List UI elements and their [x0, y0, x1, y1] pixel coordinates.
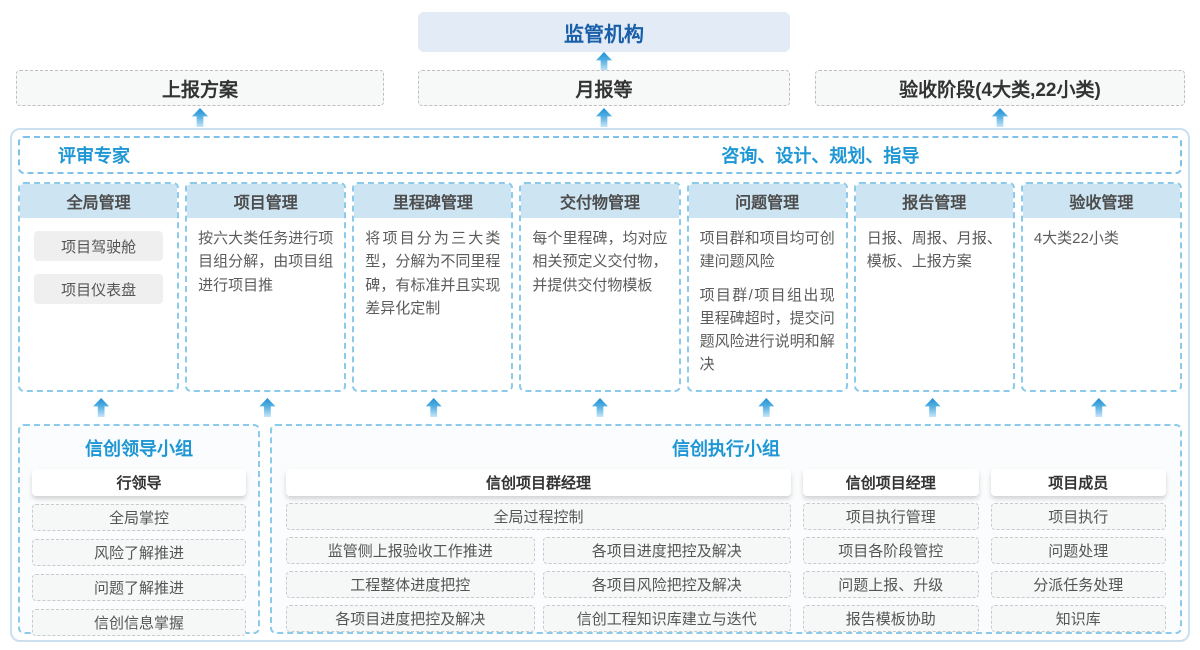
module-global-mgmt: 全局管理 项目驾驶舱 项目仪表盘 — [18, 182, 180, 392]
up-arrow-icon — [849, 398, 1015, 420]
module-milestone-mgmt: 里程碑管理 将项目分为三大类型，分解为不同里程碑，有标准并且实现差异化定制 — [352, 182, 514, 392]
channel-monthly-report: 月报等 — [418, 70, 790, 106]
up-arrow-icon — [351, 398, 517, 420]
duty-item: 各项目进度把控及解决 — [286, 605, 535, 632]
duty-item: 全局掌控 — [32, 504, 246, 531]
module-title: 全局管理 — [20, 184, 178, 218]
duty-item: 项目执行管理 — [803, 503, 979, 530]
channel-acceptance-stage: 验收阶段(4大类,22小类) — [815, 70, 1185, 106]
module-desc: 将项目分为三大类型，分解为不同里程碑，有标准并且实现差异化定制 — [365, 230, 501, 317]
up-arrow-icon — [596, 108, 612, 127]
duty-item: 项目执行 — [990, 503, 1166, 530]
module-desc: 项目群/项目组出现里程碑超时，提交问题风险进行说明和解决 — [699, 286, 835, 374]
module-report-mgmt: 报告管理 日报、周报、月报、模板、上报方案 — [853, 182, 1015, 392]
module-title: 报告管理 — [855, 184, 1013, 218]
module-issue-mgmt: 问题管理 项目群和项目均可创建问题风险 项目群/项目组出现里程碑超时，提交问题风… — [686, 182, 848, 392]
role-project-member: 项目成员 — [990, 469, 1166, 496]
module-acceptance-mgmt: 验收管理 4大类22小类 — [1020, 182, 1182, 392]
up-arrow-icon — [992, 108, 1008, 127]
up-arrow-icon — [18, 398, 184, 420]
program-manager-section: 信创项目群经理 全局过程控制 监管侧上报验收工作推进 各项目进度把控及解决 工程… — [286, 469, 791, 632]
role-bank-leadership: 行领导 — [32, 469, 246, 496]
module-desc: 项目群和项目均可创建问题风险 — [699, 230, 835, 271]
role-program-manager: 信创项目群经理 — [286, 469, 791, 496]
module-deliverable-mgmt: 交付物管理 每个里程碑，均对应相关预定义交付物，并提供交付物模板 — [519, 182, 681, 392]
regulator-label: 监管机构 — [564, 23, 644, 46]
up-arrow-icon — [192, 108, 208, 127]
duty-item: 信创信息掌握 — [32, 609, 246, 636]
duty-item: 问题处理 — [990, 537, 1166, 564]
module-project-mgmt: 项目管理 按六大类任务进行项目组分解，由项目组进行项目推 — [185, 182, 347, 392]
exec-group: 信创执行小组 信创项目群经理 全局过程控制 监管侧上报验收工作推进 各项目进度把… — [270, 424, 1182, 634]
duty-item: 报告模板协助 — [803, 605, 979, 632]
up-arrow-icon — [184, 398, 350, 420]
regulator-box: 监管机构 — [418, 12, 790, 52]
duty-item: 分派任务处理 — [990, 571, 1166, 598]
duty-item: 问题了解推进 — [32, 574, 246, 601]
duty-item: 问题上报、升级 — [803, 571, 979, 598]
module-columns: 全局管理 项目驾驶舱 项目仪表盘 项目管理 按六大类任务进行项目组分解，由项目组… — [18, 182, 1182, 392]
module-title: 项目管理 — [187, 184, 345, 218]
module-title: 交付物管理 — [521, 184, 679, 218]
exec-group-title: 信创执行小组 — [672, 439, 780, 459]
duty-item: 工程整体进度把控 — [286, 571, 535, 598]
review-experts-title: 评审专家 — [58, 146, 130, 166]
pill-project-cockpit: 项目驾驶舱 — [34, 231, 164, 261]
up-arrow-icon — [1016, 398, 1182, 420]
channel-label: 月报等 — [575, 79, 633, 101]
duty-item: 全局过程控制 — [286, 503, 791, 530]
module-title: 验收管理 — [1022, 184, 1180, 218]
duty-item: 信创工程知识库建立与迭代 — [542, 605, 791, 632]
pill-project-dashboard: 项目仪表盘 — [34, 274, 164, 304]
expert-bar: 评审专家 咨询、设计、规划、指导 — [18, 136, 1182, 174]
duty-item: 各项目进度把控及解决 — [542, 537, 791, 564]
up-arrow-icon — [517, 398, 683, 420]
module-title: 问题管理 — [688, 184, 846, 218]
project-member-section: 项目成员 项目执行 问题处理 分派任务处理 知识库 — [990, 469, 1166, 632]
module-title: 里程碑管理 — [354, 184, 512, 218]
project-manager-section: 信创项目经理 项目执行管理 项目各阶段管控 问题上报、升级 报告模板协助 — [803, 469, 979, 632]
channel-label: 上报方案 — [161, 79, 238, 101]
module-desc: 4大类22小类 — [1033, 230, 1119, 247]
duty-item: 各项目风险把控及解决 — [542, 571, 791, 598]
duty-item: 风险了解推进 — [32, 539, 246, 566]
duty-item: 知识库 — [990, 605, 1166, 632]
consulting-title: 咨询、设计、规划、指导 — [721, 146, 920, 166]
up-arrow-icon — [683, 398, 849, 420]
teams-row: 信创领导小组 行领导 全局掌控 风险了解推进 问题了解推进 信创信息掌握 信创执… — [18, 424, 1182, 636]
duty-item: 项目各阶段管控 — [803, 537, 979, 564]
module-desc: 按六大类任务进行项目组分解，由项目组进行项目推 — [198, 230, 334, 294]
channel-label: 验收阶段(4大类,22小类) — [899, 79, 1101, 101]
leader-group: 信创领导小组 行领导 全局掌控 风险了解推进 问题了解推进 信创信息掌握 — [18, 424, 260, 636]
duty-item: 监管侧上报验收工作推进 — [286, 537, 535, 564]
module-arrows-row — [18, 398, 1182, 420]
module-desc: 每个里程碑，均对应相关预定义交付物，并提供交付物模板 — [532, 230, 668, 294]
module-desc: 日报、周报、月报、模板、上报方案 — [866, 230, 1002, 271]
role-project-manager: 信创项目经理 — [803, 469, 979, 496]
up-arrow-icon — [596, 52, 612, 71]
channel-report-plan: 上报方案 — [16, 70, 384, 106]
leader-group-title: 信创领导小组 — [85, 439, 193, 459]
